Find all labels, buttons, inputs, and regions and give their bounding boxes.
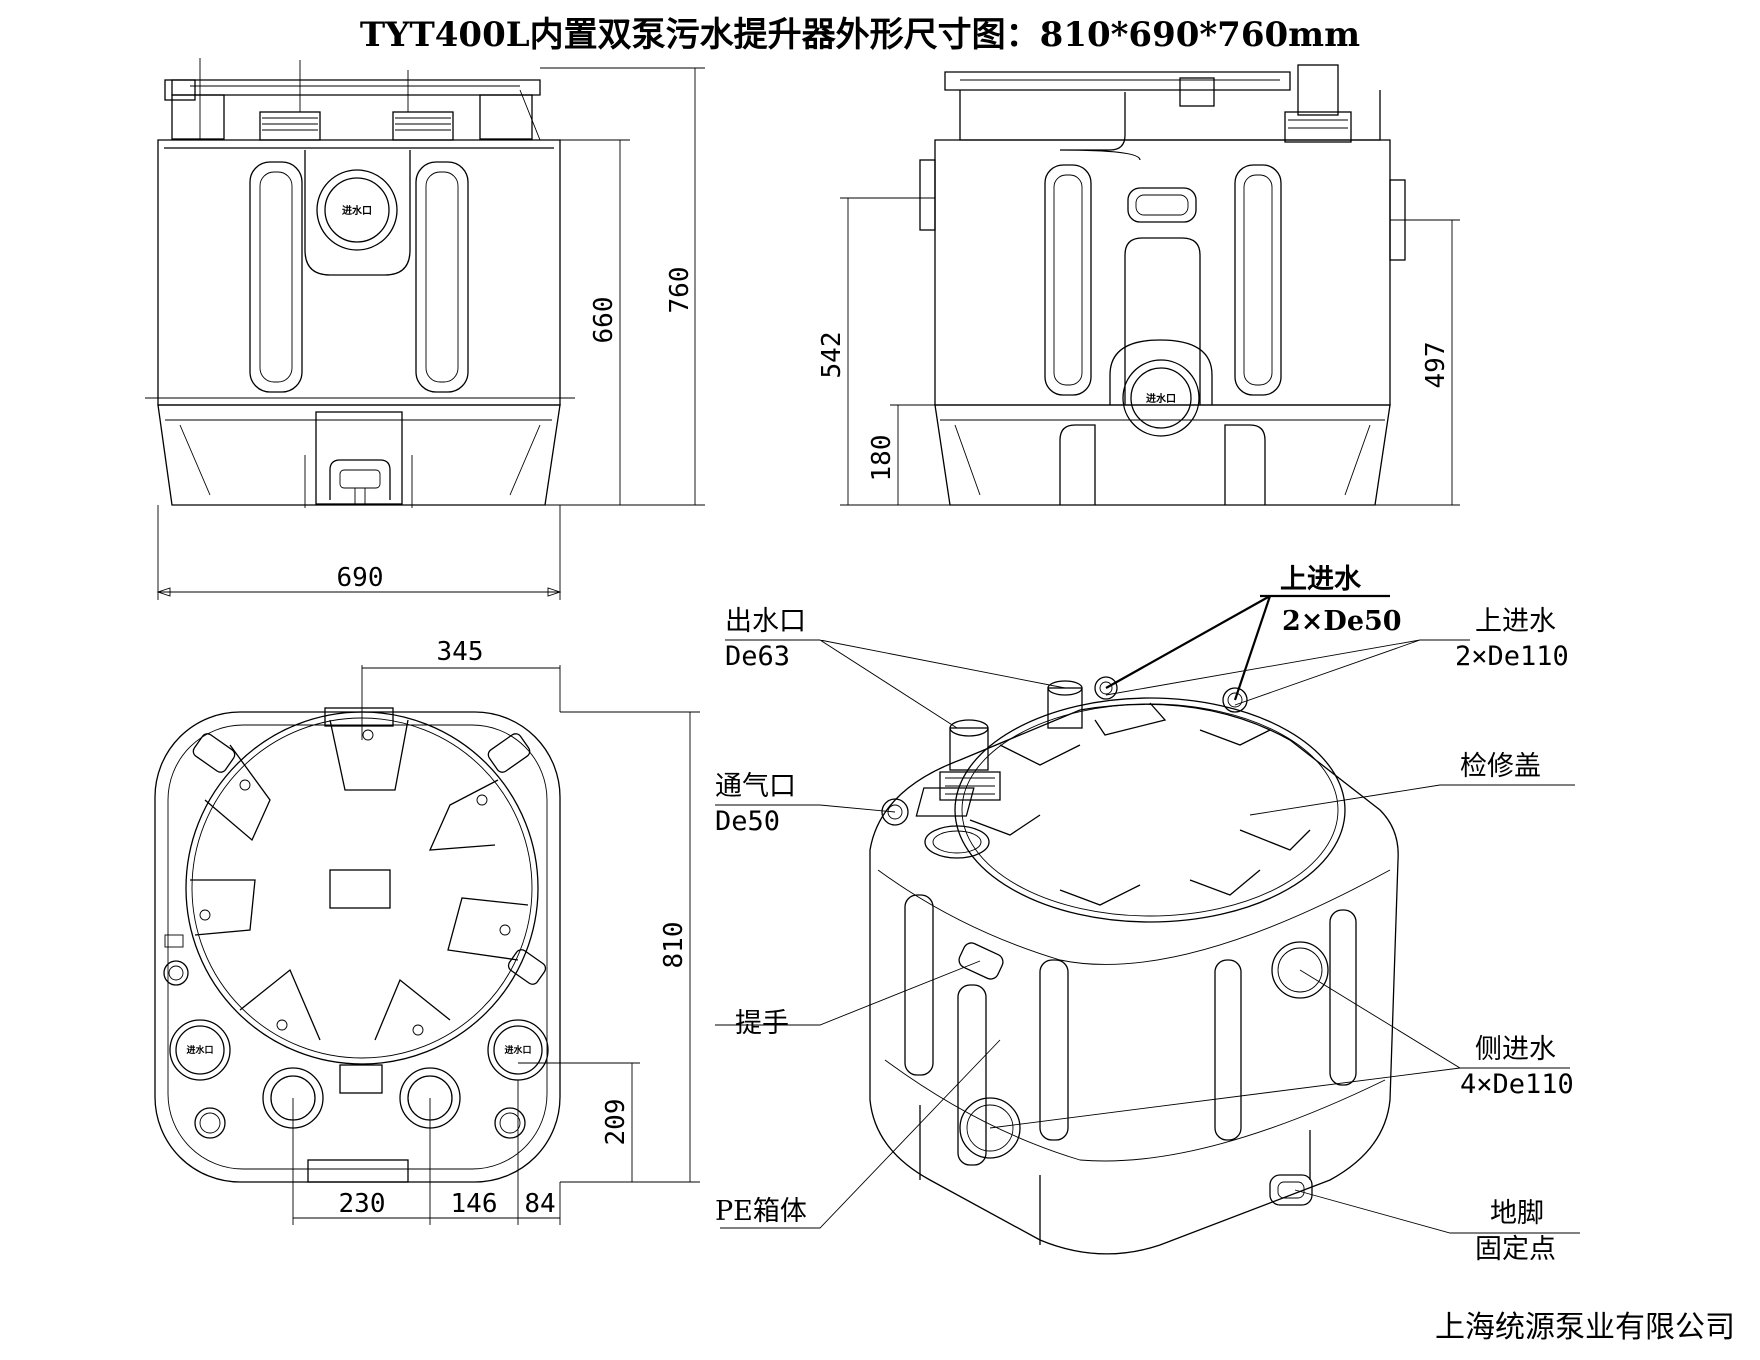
- label-side-inlet-spec: 4×De110: [1460, 1069, 1574, 1100]
- front-dimensions: 690 760 660: [156, 67, 705, 600]
- top-inlet-label-right: 进水口: [504, 1044, 531, 1056]
- label-upper-inlet-small-spec: 2×De50: [1282, 606, 1402, 637]
- label-foot: 地脚: [1490, 1198, 1544, 1229]
- dim-209: 209: [601, 1099, 631, 1146]
- dim-810: 810: [659, 922, 689, 969]
- front-view: 进水口: [145, 58, 575, 508]
- label-upper-inlet-large: 上进水: [1475, 606, 1556, 637]
- top-dimensions: 345 810 209 230 146 84: [292, 637, 700, 1225]
- company-name: 上海统源泵业有限公司: [1435, 1310, 1735, 1345]
- dim-660: 660: [589, 297, 619, 344]
- label-outlet-spec: De63: [725, 641, 790, 672]
- label-side-inlet: 侧进水: [1475, 1034, 1556, 1065]
- side-view: 进水口: [919, 64, 1406, 506]
- dim-230: 230: [339, 1189, 386, 1219]
- callout-labels: 上进水 2×De50 出水口 De63 上进水 2×De110 通气口 De50…: [715, 564, 1574, 1265]
- label-handle: 提手: [735, 1008, 789, 1039]
- label-vent-spec: De50: [715, 806, 780, 837]
- dim-84: 84: [524, 1189, 555, 1219]
- top-view: 进水口 进水口: [154, 707, 561, 1183]
- label-vent: 通气口: [715, 771, 796, 802]
- label-cover: 检修盖: [1460, 751, 1541, 782]
- leader-lines: [715, 594, 1580, 1234]
- label-tank: PE箱体: [715, 1196, 807, 1227]
- dim-497: 497: [1421, 342, 1451, 389]
- front-inlet-label: 进水口: [342, 204, 372, 217]
- side-inlet-label: 进水口: [1146, 392, 1176, 405]
- drawing-title: TYT400L内置双泵污水提升器外形尺寸图：810*690*760mm: [360, 15, 1360, 55]
- top-inlet-label-left: 进水口: [186, 1044, 213, 1056]
- dim-760: 760: [665, 267, 695, 314]
- dim-690: 690: [337, 563, 384, 593]
- label-upper-inlet-small: 上进水: [1280, 564, 1362, 595]
- label-foot-2: 固定点: [1475, 1234, 1556, 1265]
- side-dimensions: 542 180 497: [817, 197, 1460, 506]
- dim-345: 345: [437, 637, 484, 667]
- isometric-view: [869, 676, 1399, 1255]
- dim-180: 180: [867, 435, 897, 482]
- dim-146: 146: [451, 1189, 498, 1219]
- dim-542: 542: [817, 332, 847, 379]
- label-upper-inlet-large-spec: 2×De110: [1455, 641, 1569, 672]
- label-outlet: 出水口: [725, 606, 806, 637]
